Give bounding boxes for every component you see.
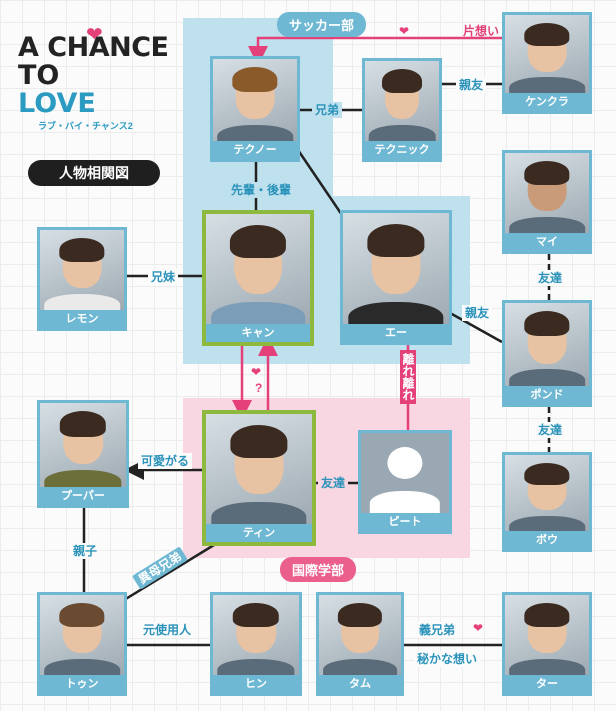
photo-remon xyxy=(40,230,124,310)
line-ibo xyxy=(123,543,215,602)
label-gikyoudai: 義兄弟 xyxy=(416,622,459,638)
photo-ei xyxy=(343,213,449,324)
heart-icon: ❤ xyxy=(86,24,103,46)
name-pondo: ポンド xyxy=(505,386,589,404)
name-tamu: タム xyxy=(319,675,401,693)
card-ei[interactable]: エー xyxy=(340,210,452,345)
logo: ❤ A CHANCE TO LOVE ラブ・バイ・チャンス2 xyxy=(18,24,178,132)
photo-tin xyxy=(206,414,312,524)
line-senpai-ei xyxy=(296,149,344,216)
label-himitsu: 秘かな想い xyxy=(414,651,481,667)
card-tin[interactable]: ティン xyxy=(202,410,316,546)
label-shinyu1: 親友 xyxy=(456,77,487,93)
name-mai: マイ xyxy=(505,233,589,251)
card-kyan[interactable]: キャン xyxy=(202,210,314,346)
card-bou[interactable]: ボウ xyxy=(502,452,592,552)
name-pito: ピート xyxy=(361,513,449,531)
line-shinyu2 xyxy=(449,311,503,344)
name-tekuno: テクノー xyxy=(213,141,297,159)
photo-kyan xyxy=(206,214,310,324)
card-tamu[interactable]: タム xyxy=(316,592,404,696)
logo-line-3: LOVE xyxy=(18,88,96,119)
logo-line-2: TO xyxy=(18,60,60,91)
photo-pupa xyxy=(40,403,126,487)
chart-title: 人物相関図 xyxy=(28,160,160,186)
card-pondo[interactable]: ポンド xyxy=(502,300,592,407)
logo-line-1: A CHANCE xyxy=(18,32,169,63)
label-hanare: 離れ離れ xyxy=(400,350,416,404)
card-tekuno[interactable]: テクノー xyxy=(210,56,300,162)
name-ta: ター xyxy=(505,675,589,693)
card-pito[interactable]: ピート xyxy=(358,430,452,534)
photo-toun xyxy=(40,595,124,675)
photo-pondo xyxy=(505,303,589,386)
photo-bou xyxy=(505,455,589,531)
photo-tekunikku xyxy=(365,61,439,141)
label-kyoudai-remon: 兄妹 xyxy=(148,269,179,285)
name-ei: エー xyxy=(343,324,449,342)
name-tekunikku: テクニック xyxy=(365,141,439,159)
name-remon: レモン xyxy=(40,310,124,328)
name-bou: ボウ xyxy=(505,531,589,549)
label-tomodachi3: 友達 xyxy=(535,422,566,438)
name-kyan: キャン xyxy=(206,324,310,342)
photo-hin xyxy=(213,595,299,675)
group-label-soccer: サッカー部 xyxy=(277,12,367,37)
label-tomodachi1: 友達 xyxy=(535,270,566,286)
logo-subtitle: ラブ・バイ・チャンス2 xyxy=(38,121,133,131)
photo-mai xyxy=(505,153,589,233)
card-mai[interactable]: マイ xyxy=(502,150,592,254)
heart-icon: ❤ xyxy=(251,365,262,379)
photo-tamu xyxy=(319,595,401,675)
name-pupa: プーパー xyxy=(40,487,126,505)
photo-kenkura xyxy=(505,15,589,93)
label-shinyu2: 親友 xyxy=(462,305,493,321)
name-tin: ティン xyxy=(206,524,312,542)
label-kataomoi: 片想い xyxy=(463,24,500,38)
label-kawaigaru: 可愛がる xyxy=(138,453,193,469)
heart-icon: ❤ xyxy=(473,621,484,635)
label-kyoudai: 兄弟 xyxy=(312,102,343,118)
card-toun[interactable]: トゥン xyxy=(37,592,127,696)
label-moto-shiyounin: 元使用人 xyxy=(140,622,195,638)
name-kenkura: ケンクラ xyxy=(505,93,589,111)
group-label-international: 国際学部 xyxy=(280,557,357,582)
label-oyako: 親子 xyxy=(70,543,101,559)
name-hin: ヒン xyxy=(213,675,299,693)
label-senpai-kouhai: 先輩・後輩 xyxy=(228,182,295,198)
card-ta[interactable]: ター xyxy=(502,592,592,696)
label-tomodachi2: 友達 xyxy=(318,475,349,491)
card-hin[interactable]: ヒン xyxy=(210,592,302,696)
heart-icon: ❤ xyxy=(399,24,410,38)
photo-tekuno xyxy=(213,59,297,141)
line-kataomoi xyxy=(248,36,503,66)
card-kenkura[interactable]: ケンクラ xyxy=(502,12,592,114)
name-toun: トゥン xyxy=(40,675,124,693)
card-remon[interactable]: レモン xyxy=(37,227,127,331)
card-tekunikku[interactable]: テクニック xyxy=(362,58,442,162)
card-pupa[interactable]: プーパー xyxy=(37,400,129,508)
label-question: ? xyxy=(255,381,263,395)
placeholder-avatar-icon xyxy=(361,433,449,513)
photo-ta xyxy=(505,595,589,675)
